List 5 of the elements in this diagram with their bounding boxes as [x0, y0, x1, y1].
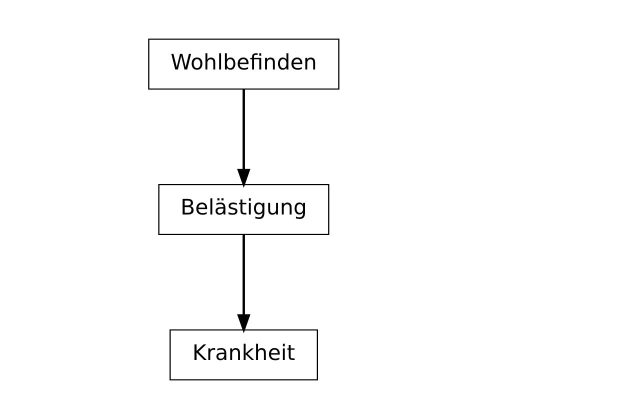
node-box: Belästigung — [158, 184, 329, 236]
node-box: Wohlbefinden — [148, 38, 339, 90]
arrow — [236, 89, 250, 188]
arrow — [236, 234, 250, 334]
node-box: Krankheit — [169, 329, 318, 380]
